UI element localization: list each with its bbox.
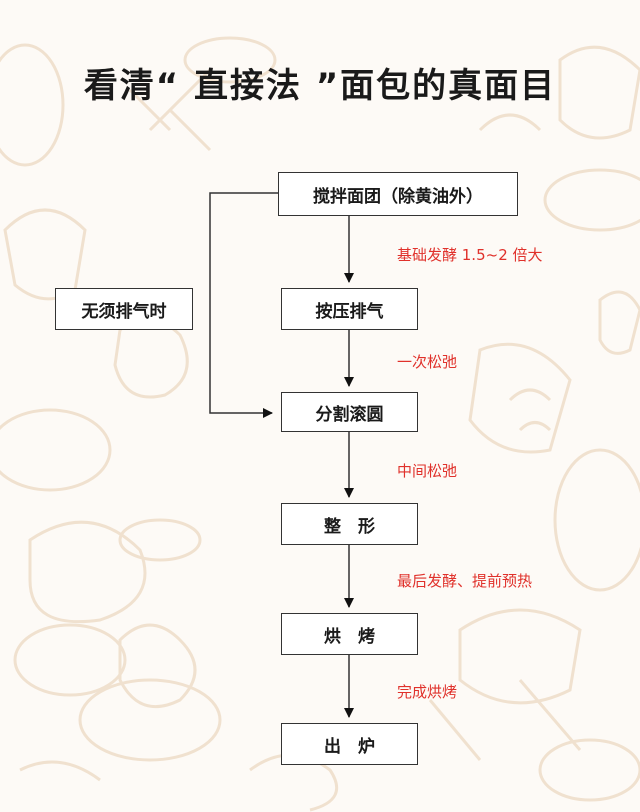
step-out-of-oven: 出 炉 [281,723,418,765]
note-first-rest: 一次松弛 [397,353,458,371]
step-shape: 整 形 [281,503,418,545]
step-bake: 烘 烤 [281,613,418,655]
bypass-arrow [209,192,278,418]
step-mix-dough: 搅拌面团（除黄油外） [278,172,518,216]
side-box-no-punch: 无须排气时 [55,288,193,330]
step-divide-round: 分割滚圆 [281,392,418,432]
note-bulk-ferment: 基础发酵 1.5~2 倍大 [397,246,543,264]
note-bake-done: 完成烘烤 [397,683,458,701]
page-title: 看清“ 直接法 ”面包的真面目 [83,66,557,106]
note-bench-rest: 中间松弛 [397,462,458,480]
step-punch-down: 按压排气 [281,288,418,330]
note-final-proof: 最后发酵、提前预热 [397,572,533,590]
